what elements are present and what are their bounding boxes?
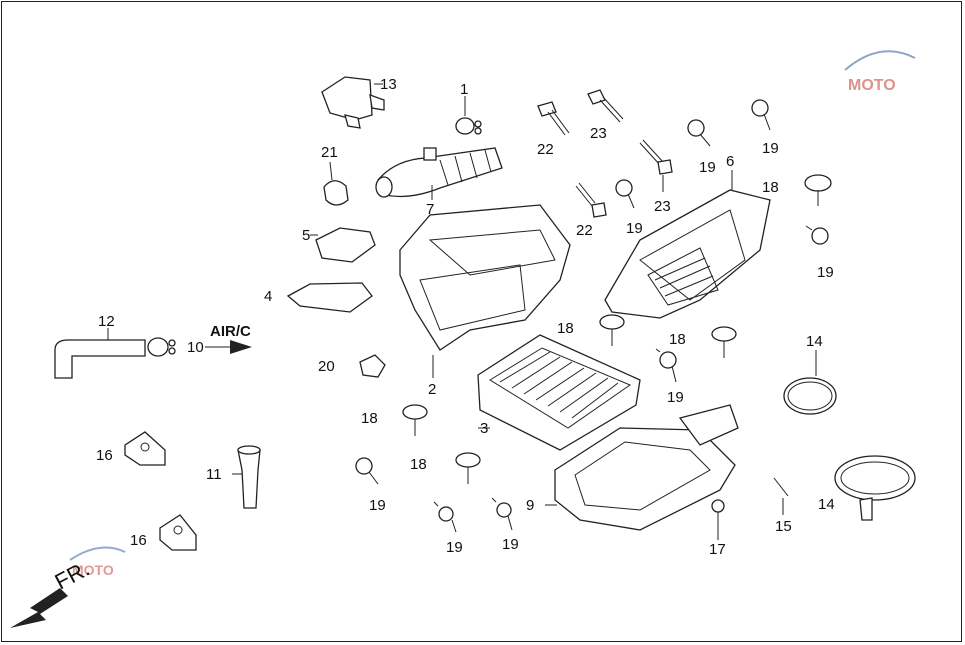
label-part-19-e: 19	[667, 389, 684, 406]
label-part-19-a: 19	[699, 159, 716, 176]
label-part-22-lower: 22	[576, 222, 593, 239]
part-19-screw-e	[655, 348, 677, 383]
label-part-1: 1	[460, 81, 468, 98]
label-part-23-upper: 23	[590, 125, 607, 142]
part-22-bolt-lower	[575, 182, 607, 218]
label-part-23-lower: 23	[654, 198, 671, 215]
label-part-14-upper: 14	[806, 333, 823, 350]
part-18-screw-b	[711, 326, 737, 358]
part-14-clamp-upper	[783, 350, 837, 415]
label-part-18-b: 18	[669, 331, 686, 348]
part-11-tube	[232, 445, 261, 509]
part-23-bolt-lower	[639, 139, 673, 192]
label-air-cleaner: AIR/C	[210, 323, 251, 340]
label-part-19-g: 19	[446, 539, 463, 556]
part-13-bracket	[321, 76, 385, 129]
label-part-6: 6	[726, 153, 734, 170]
label-part-11: 11	[206, 466, 222, 483]
part-4-gasket	[286, 282, 373, 313]
part-5-gasket	[310, 227, 376, 263]
label-part-20: 20	[318, 358, 335, 375]
label-part-9: 9	[526, 497, 534, 514]
label-part-21: 21	[321, 144, 338, 161]
part-19-screw-f	[355, 457, 379, 485]
part-18-screw-a	[599, 314, 625, 346]
part-14-clamp-lower	[834, 455, 916, 521]
label-part-18-c: 18	[361, 410, 378, 427]
air-direction-arrow	[205, 340, 252, 354]
part-3-filter-element	[477, 334, 641, 451]
part-23-bolt-upper	[587, 89, 624, 123]
part-19-screw-a	[687, 119, 711, 147]
part-10-ring	[147, 337, 176, 357]
label-part-16-upper: 16	[96, 447, 113, 464]
label-part-19-b: 19	[762, 140, 779, 157]
label-part-19-f: 19	[369, 497, 386, 514]
part-6-case-cover	[604, 170, 771, 319]
part-9-lower-case	[545, 404, 739, 531]
label-part-3: 3	[480, 420, 488, 437]
label-part-19-h: 19	[502, 536, 519, 553]
label-part-13: 13	[380, 76, 397, 93]
watermark-logo-top-right: MOTO	[844, 50, 916, 94]
part-2-housing	[399, 204, 571, 378]
part-20-clip	[359, 354, 386, 378]
part-16-nut-lower	[159, 514, 197, 551]
part-19-screw-d	[805, 225, 829, 245]
watermark-logo-bottom-left: MOTO	[69, 546, 126, 578]
part-21-clip	[323, 161, 349, 206]
label-part-15: 15	[775, 518, 792, 535]
label-part-18-a: 18	[557, 320, 574, 337]
part-22-bolt-upper	[537, 101, 570, 136]
label-part-19-d: 19	[817, 264, 834, 281]
part-19-screw-c	[615, 179, 635, 209]
front-direction-arrow	[10, 588, 68, 628]
label-part-14-lower: 14	[818, 496, 835, 513]
label-part-19-c: 19	[626, 220, 643, 237]
part-18-screw-d	[455, 452, 481, 484]
part-19-screw-h	[491, 497, 513, 531]
label-part-16-lower: 16	[130, 532, 147, 549]
label-part-5: 5	[302, 227, 310, 244]
label-part-10: 10	[187, 339, 204, 356]
svg-text:MOTO: MOTO	[848, 77, 896, 94]
part-7-intake-duct	[375, 147, 503, 200]
part-15-pin	[773, 477, 789, 515]
label-part-22-upper: 22	[537, 141, 554, 158]
svg-text:MOTO: MOTO	[72, 562, 114, 578]
label-part-18-right: 18	[762, 179, 779, 196]
part-12-hose	[54, 328, 146, 379]
label-part-7: 7	[426, 201, 434, 218]
part-18-screw-c	[402, 404, 428, 436]
part-19-screw-b	[751, 99, 771, 131]
label-part-2: 2	[428, 381, 436, 398]
label-part-17: 17	[709, 541, 726, 558]
part-19-screw-g	[433, 501, 457, 533]
label-part-18-d: 18	[410, 456, 427, 473]
part-1-clamp-ring	[455, 96, 482, 135]
part-17-screw	[711, 499, 725, 540]
part-18-screw-right	[804, 174, 832, 206]
part-16-nut-upper	[124, 431, 166, 466]
label-part-4: 4	[264, 288, 272, 305]
label-part-12: 12	[98, 313, 115, 330]
